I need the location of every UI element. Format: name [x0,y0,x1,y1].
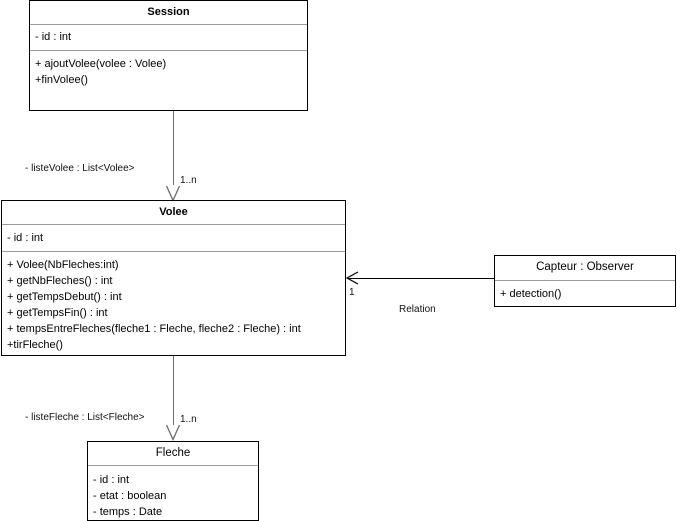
edge-label-listefleche: - listeFleche : List<Fleche> [25,412,145,423]
operation-item: + detection() [500,288,562,300]
edge-session-volee-line [173,111,174,185]
class-attributes-session: - id : int [30,24,307,50]
attribute-item: - temps : Date [93,506,163,518]
class-attributes-fleche: - id : int - etat : boolean - temps : Da… [88,465,258,521]
operation-item: +finVolee() [35,74,88,86]
edge-label-relation: Relation [399,304,436,315]
operation-item: + ajoutVolee(volee : Volee) [35,58,167,70]
edge-volee-fleche-line [173,356,174,425]
class-box-fleche[interactable]: Fleche - id : int - etat : boolean - tem… [87,441,259,521]
class-title-volee: Volee [159,206,188,218]
class-box-volee[interactable]: Volee - id : int + Volee(NbFleches:int) … [1,200,346,356]
operation-item: + tempsEntreFleches(fleche1 : Fleche, fl… [7,323,301,335]
operation-item: + getTempsFin() : int [7,307,108,319]
operation-item: +tirFleche() [7,339,63,351]
operation-item: + Volee(NbFleches:int) [7,259,119,271]
class-operations-capteur: + detection() [495,280,675,308]
class-operations-volee: + Volee(NbFleches:int) + getNbFleches() … [2,251,345,355]
class-box-capteur[interactable]: Capteur : Observer + detection() [494,255,676,307]
edge-multiplicity-volee-fleche: 1..n [180,414,197,425]
attribute-item: - id : int [7,232,44,244]
edge-capteur-volee-line [348,278,495,279]
operation-item: + getNbFleches() : int [7,275,113,287]
class-attributes-volee: - id : int [2,224,345,251]
attribute-item: - id : int [93,474,130,486]
attribute-item: - etat : boolean [93,490,167,502]
attribute-item: - id : int [35,31,72,43]
edge-label-listevolee: - listeVolee : List<Volee> [25,163,135,174]
edge-multiplicity-capteur-volee: 1 [349,287,355,298]
class-title-session: Session [147,6,190,18]
edge-multiplicity-session-volee: 1..n [180,175,197,186]
class-operations-session: + ajoutVolee(volee : Volee) +finVolee() [30,50,307,110]
class-title-capteur: Capteur : Observer [536,261,634,273]
class-title-fleche: Fleche [155,447,191,459]
operation-item: + getTempsDebut() : int [7,291,122,303]
class-box-session[interactable]: Session - id : int + ajoutVolee(volee : … [29,0,308,111]
